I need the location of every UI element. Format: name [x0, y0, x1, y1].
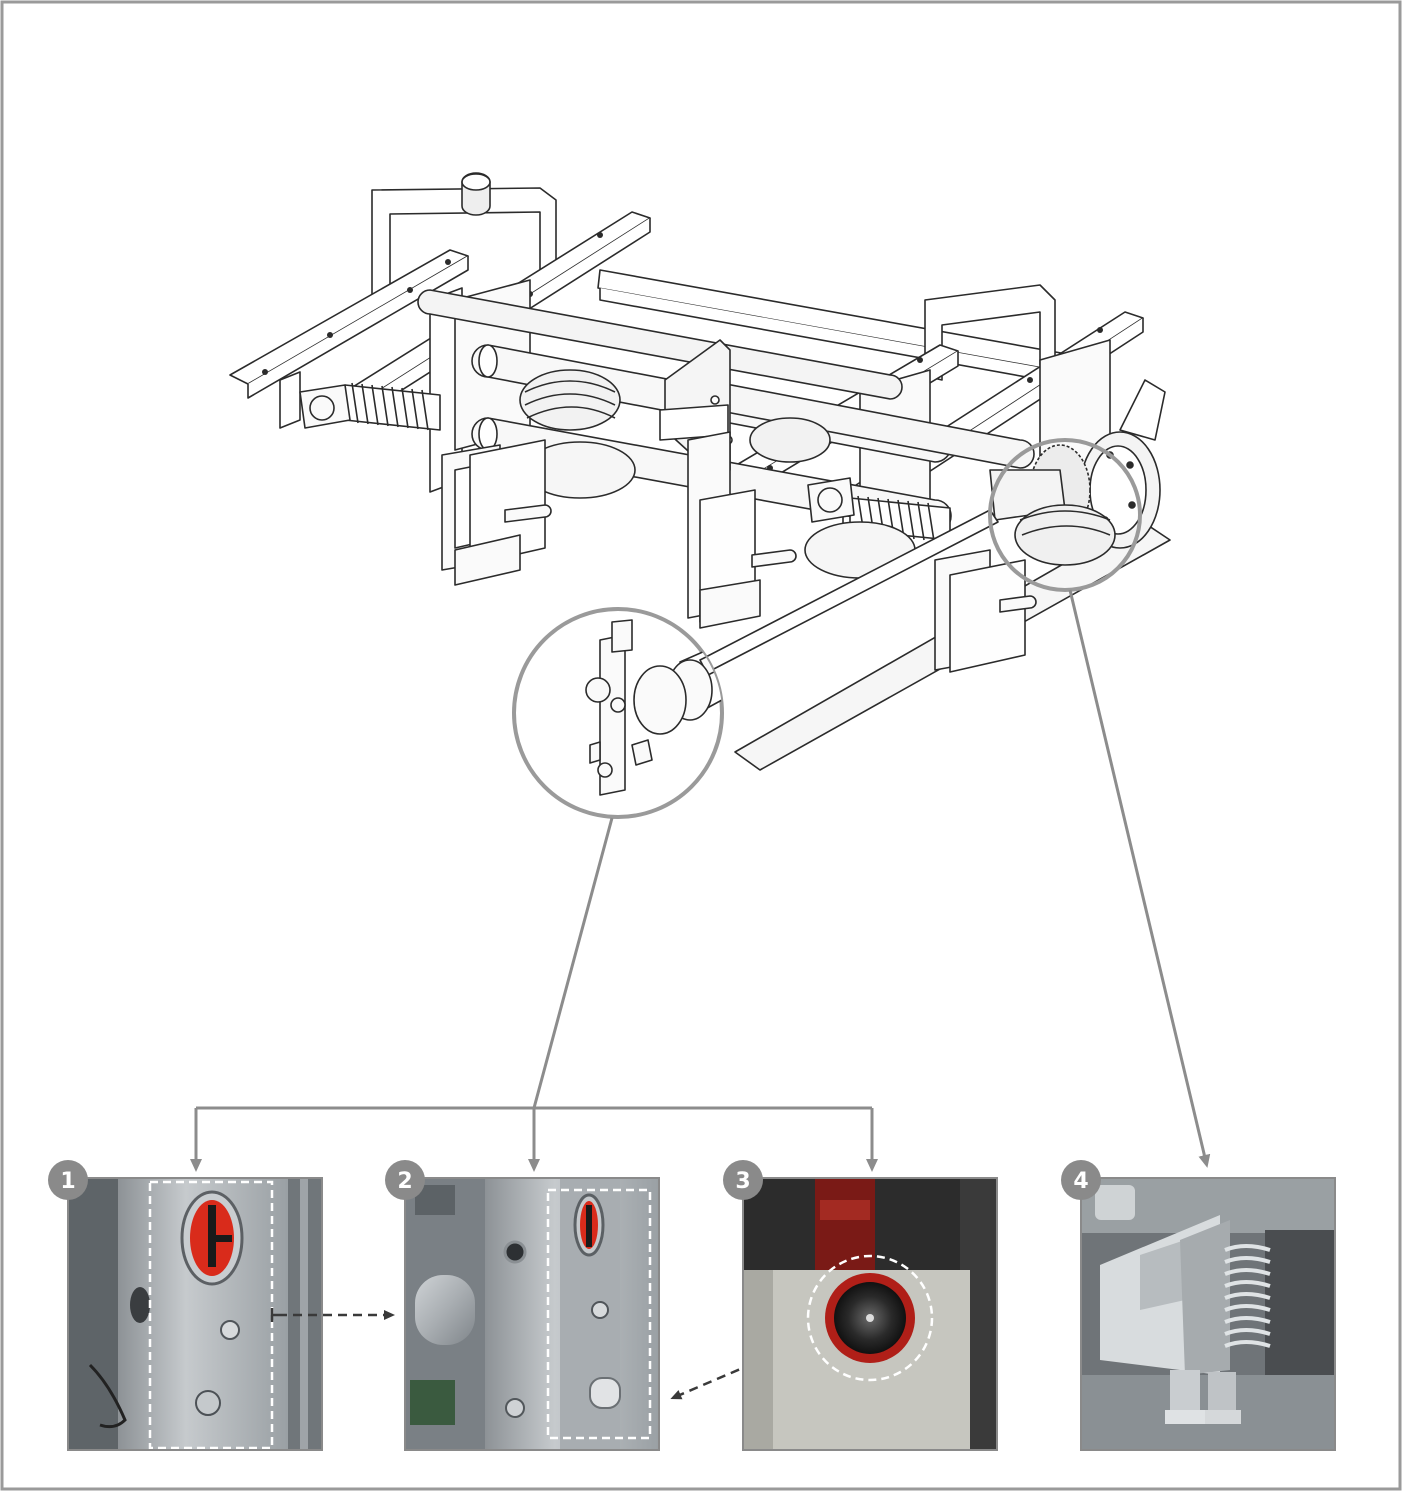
badge-2 [385, 1160, 425, 1200]
panel-3: 3 [723, 1160, 998, 1451]
badge-4-label: 4 [1073, 1169, 1088, 1194]
red-ring-hole-photo [743, 1178, 997, 1450]
badge-1 [48, 1160, 88, 1200]
badge-3-label: 3 [735, 1169, 750, 1194]
badge-2-label: 2 [397, 1169, 412, 1194]
indicator-window-closed-photo [405, 1178, 659, 1450]
badge-3 [723, 1160, 763, 1200]
switchgear-mechanism-drawing [229, 172, 1171, 771]
dashed-highlight-2 [546, 1188, 652, 1440]
callout-lines [190, 589, 1211, 1172]
spring-bracket-photo [1081, 1178, 1335, 1450]
zoom-circle-gear [988, 438, 1142, 592]
panel-2: 2 [385, 1160, 660, 1451]
dashed-highlight-3 [806, 1254, 934, 1382]
red-indicator-window-photo [68, 1178, 322, 1450]
zoom-circle-shaft-end [512, 607, 724, 819]
dashed-arrow-1-to-2 [270, 1308, 395, 1322]
dashed-arrow-3-to-2 [670, 1338, 809, 1400]
badge-1-label: 1 [60, 1169, 75, 1194]
badge-4 [1061, 1160, 1101, 1200]
panel-1: 1 [48, 1160, 323, 1451]
panel-4: 4 [1061, 1160, 1336, 1451]
